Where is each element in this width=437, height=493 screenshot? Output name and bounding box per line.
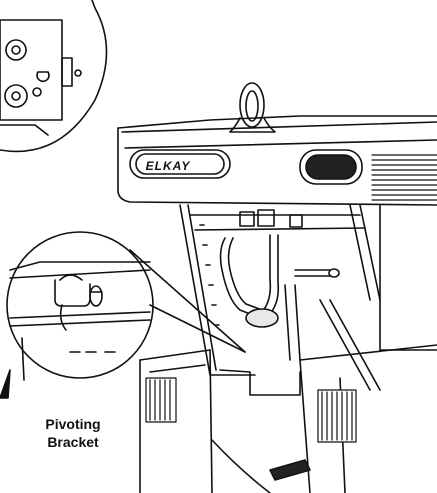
direction-arrow xyxy=(0,369,11,399)
mount-screw-upper xyxy=(5,39,27,61)
brand-plate xyxy=(129,149,231,179)
top-loop xyxy=(229,82,276,133)
callout-circle xyxy=(6,231,246,381)
fountain-head xyxy=(117,115,437,206)
callout-label-line1: Pivoting xyxy=(45,416,101,432)
left-panel xyxy=(139,349,271,493)
callout-label: Pivoting Bracket xyxy=(14,415,132,451)
callout-label-line2: Bracket xyxy=(47,434,99,450)
pivot-knob xyxy=(89,285,103,307)
plumbing xyxy=(219,209,381,391)
vent-grille xyxy=(371,154,437,201)
lower-vent-right xyxy=(317,389,357,443)
brand-text: ELKAY xyxy=(146,159,191,173)
sensor-window xyxy=(299,149,363,185)
mount-screw-lower xyxy=(4,84,28,108)
lower-vent-left xyxy=(145,377,177,423)
top-detail-circle xyxy=(0,0,108,153)
right-cabinet xyxy=(269,204,437,493)
mount-plate xyxy=(0,19,63,121)
